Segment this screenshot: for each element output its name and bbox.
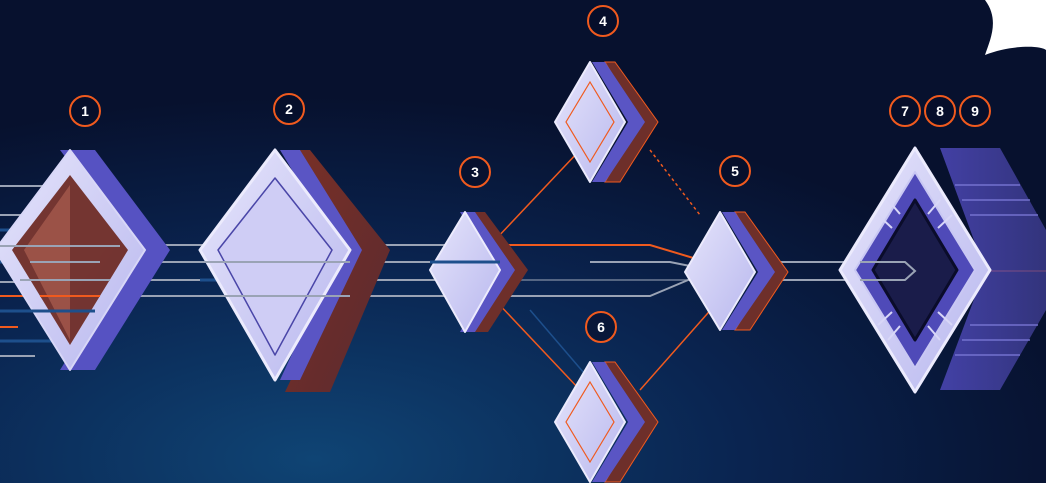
step-badge-5: 5 [719,155,751,187]
step-badge-9: 9 [959,95,991,127]
step-badge-6: 6 [585,311,617,343]
step-badge-2: 2 [273,93,305,125]
corner-cloud [985,0,1046,55]
node-7-8-9-chip [838,146,1046,394]
node-2-plain-diamond [198,148,390,392]
node-4-diamond [554,61,659,183]
node-1-filter-diamond [0,149,170,371]
node-6-diamond [554,361,659,483]
step-badge-7: 7 [889,95,921,127]
node-3-diamond [429,211,528,333]
step-badge-8: 8 [924,95,956,127]
step-badge-3: 3 [459,156,491,188]
step-badge-4: 4 [587,5,619,37]
step-badge-1: 1 [69,95,101,127]
node-5-diamond [684,211,789,331]
